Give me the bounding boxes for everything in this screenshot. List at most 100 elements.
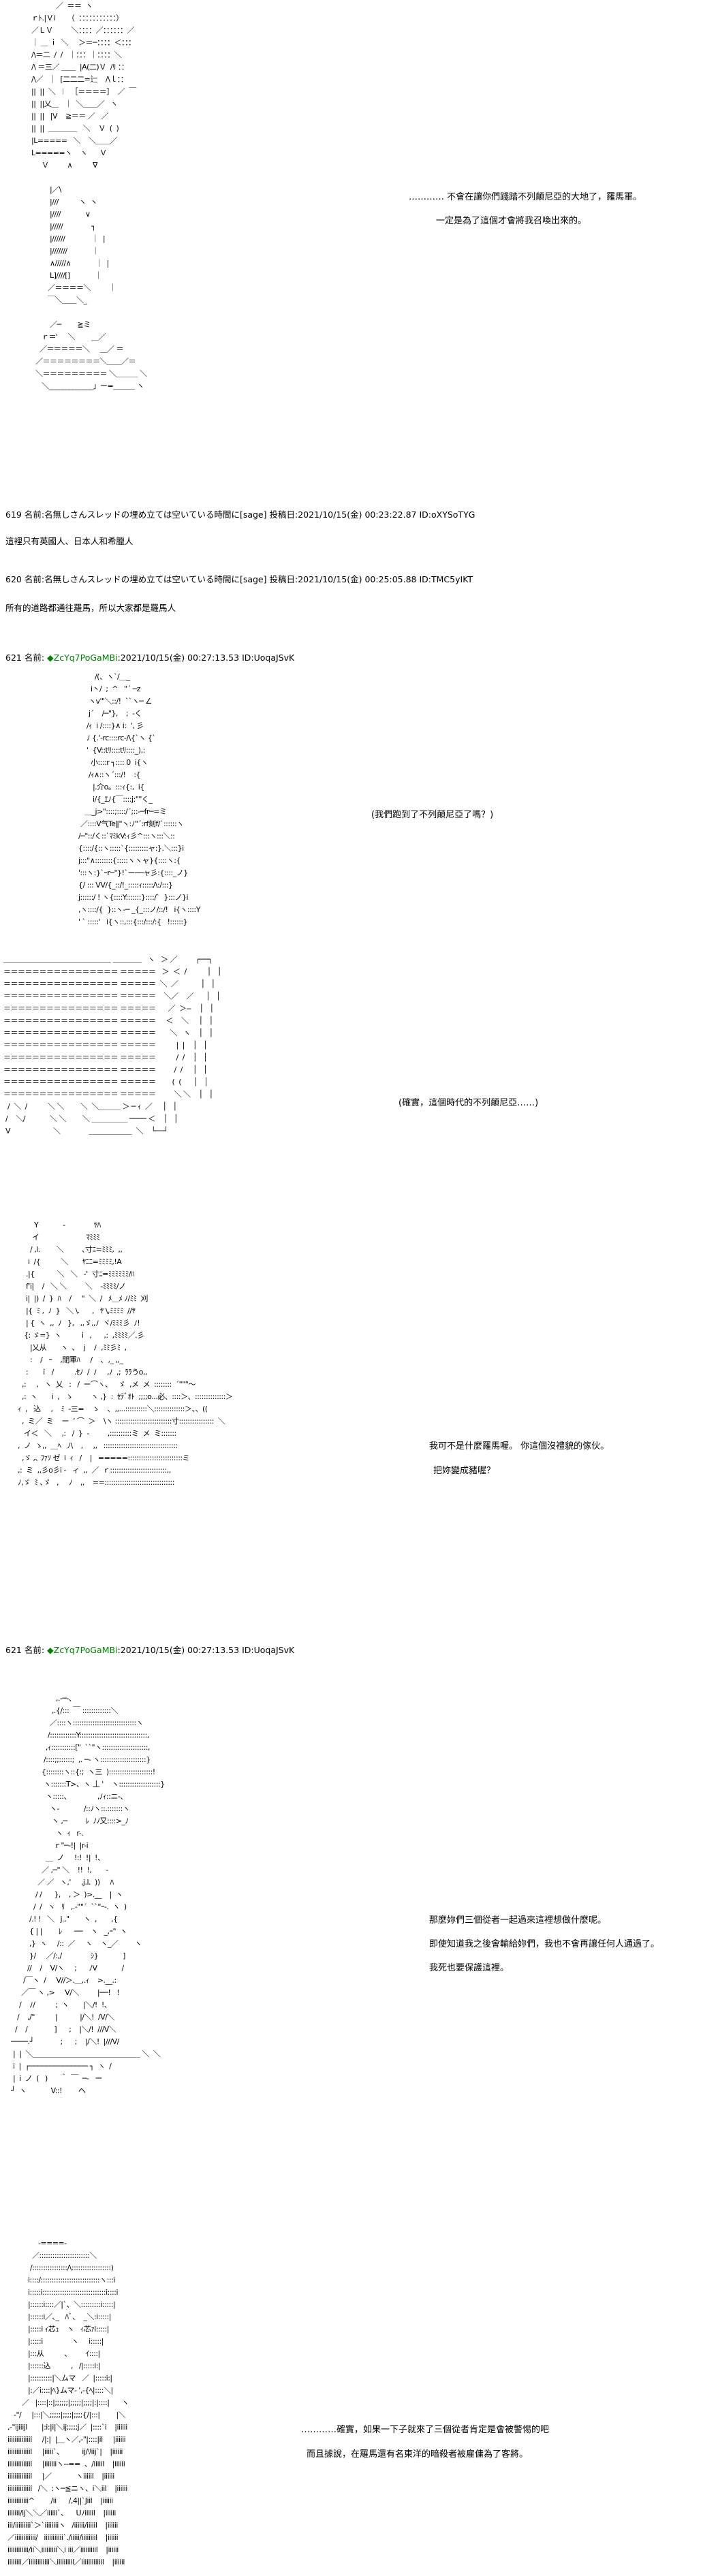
ascii-art-line: L]////[] ｜ [27, 271, 102, 280]
ascii-art-line: iiiiiiiiiiii^ /ii /,4||`Jiil |iiiiii [3, 2496, 113, 2505]
ascii-art-line: j:::"∧::::::::{:::::ヽヽャ}{::::ヽ:{ [68, 856, 181, 865]
ascii-art-line: iiiiiiiiiiiiil |iiiii`、 ij/ﾘiij`| |iiiii… [3, 2447, 123, 2456]
ascii-art-girl-armor: /(、ヽ`/＿_ i丶/ ; ^ "´ ─z ヽv'"＼::/! ``ヽ─ ∠ … [68, 671, 200, 928]
post-date: :2021/10/15(金) 00:27:13.53 [117, 653, 240, 663]
ascii-art-line: ,ｨ:::::::::::[" ``"ヽ::::::::::::::::::::… [7, 1743, 151, 1752]
ascii-art-line: ／ＬＶ ＼：：：：／：：：：：：／ [27, 26, 134, 35]
post-id: ID:oXYSoTYG [419, 509, 475, 520]
ascii-art-line: -====- [3, 2239, 67, 2248]
ascii-art-line: |／\ [27, 185, 61, 194]
ascii-art-line: 小::::r ┐:::: 0 i{ヽ [68, 758, 149, 767]
ascii-art-line: /::::::::::::::::/\::::::::::::::::::) [3, 2263, 114, 2272]
ascii-art-line: ,ゞ ,､ ﾌｧｿ ゼ i ｨ / | =====:::::::::::::::… [14, 1454, 190, 1462]
ascii-art-line: ,‐"ijiiijl |:i:|i|＼ij;;;;;j／ |::::`i |ii… [3, 2423, 127, 2432]
ascii-art-line: /::::;;::::::; ,. ─- ヽ::::::::::::::::::… [7, 1755, 151, 1764]
post-number: 619 [5, 509, 22, 520]
ascii-art-lines: ＿＿＿＿＿＿＿＿＿＿＿＿＿＿＿ ＿＿＿＿ ヽ ＞ ／ ┌──┐ ＝＝＝＝＝＝＝＝＝… [3, 954, 221, 1137]
post-id: ID:UoqaJSvK [242, 653, 295, 663]
post-id: ID:UoqaJSvK [242, 1645, 295, 1655]
ascii-art-line: Ｖ ∧ ∇ [27, 161, 97, 170]
ascii-art-line: |/// ヽ ヽ [27, 198, 97, 206]
ascii-art-line: ＿＿＿＿＿＿＿＿＿＿＿＿＿＿＿ ＿＿＿＿ ヽ ＞ ／ ┌──┐ [3, 955, 213, 964]
ascii-art-line: / ,/" | |/＼! /V/＼ [7, 2013, 114, 2022]
ascii-art-line: i:::::i:::::::::::::::::::::::::::::i:::… [3, 2288, 119, 2297]
dialog-line: 即使知道我之後會輸給妳們，我也不會再讓任何人通過了。 [429, 1939, 660, 1949]
ascii-art-line: || || |V ≧＝＝ ／ ／ [27, 112, 108, 121]
ascii-art-line: ｨ , 込 , ﾐ -三= ゝ ､ ,,...::::::::::＼::::::… [14, 1404, 208, 1413]
ascii-art-line: ／＝＝＝＝＝＝＝＝＼＿＿／＝ [27, 357, 136, 366]
ascii-art-line: ｜ ＿ ｉ ＼ ＞＝─：：：：＜：：： [27, 38, 136, 47]
ascii-art-line: /ｨ∧::ヽ´:::/! :{ [68, 770, 141, 779]
ascii-art-line: Y ‐ ﾔﾊ [14, 1221, 101, 1229]
ascii-art-line: /\＝二 / / ｜：：：｜：：：：＼ [27, 50, 122, 59]
ascii-art-line: |:::::i ヽ i:::::| [3, 2337, 104, 2346]
ascii-art-line: // / V/ヽ ; ﾉV / [7, 1964, 124, 1973]
ascii-art-line: , ノ ゝ,, ＿ﾍ ﾉ\ , ,, :::::::::::::::::::::… [14, 1441, 178, 1450]
name-label: 名前: [24, 509, 45, 520]
ascii-art-line: j´ /─"}, ; -く [68, 709, 142, 718]
ascii-art-line: /ｨ i /::::}∧ i: ', 彡 [68, 721, 144, 730]
ascii-art-line: /￣ヽ / V//＞.＿,.ｨ >.__.: [7, 1976, 116, 1985]
ascii-art-line: ,} ヽ /:: ／ ヽ ヽ_／ ヽ [7, 1939, 142, 1948]
name-label: 名前: [24, 653, 45, 663]
ascii-art-line: ,: , ヽ 乂 : / ー⌒ヽ、 ゞ ,メ メ :::::::: ´"""～ [14, 1380, 196, 1389]
ascii-art-line: / / ヽ ﾘ ,.‐""´ ``"ｰ-. ヽ ) [7, 1902, 127, 1911]
ascii-art-line: |{ ﾐ , ﾉ } ＼ \. , ﾔ \,ﾐﾐﾐﾐ //ﾔ [14, 1306, 136, 1315]
ascii-art-line: ＝＝＝＝＝＝＝＝＝＝＝＝＝＝＝＝ ＝＝＝＝＝ / / │ │ [3, 1065, 208, 1074]
poster-name: 名無しさんスレッドの埋め立ては空いている時間に[sage] [44, 574, 267, 584]
ascii-art-line: |::::::i／､_ ﾊﾞ、 _＼:i:::::| [3, 2312, 111, 2321]
ascii-art-line: / ＼ / ＼ ＼ ＼ ＼＿＿＿ ＞ ─ ｨ ／ │ │ [3, 1102, 177, 1111]
ascii-art-line: ,: ヽ i , ゝ ヽ ,} : ｾﾃﾞｵﾄ ;;;;o...必、::::＞、… [14, 1392, 233, 1401]
ascii-art-witch: Y ‐ ﾔﾊ イ ﾏﾐﾐﾐ / ,l. ＼ ､寸ﾆ=ﾐﾐﾐ, ,, i /{ ＼… [14, 1219, 233, 1489]
ascii-art-line: f'i| / ＼ ＼ ＼ ‐ﾐﾐﾐﾐ/ノ [14, 1282, 126, 1291]
ascii-art-line [27, 172, 146, 184]
post-number: 621 [5, 653, 22, 663]
post-id: ID:TMC5yIKT [419, 574, 473, 584]
dialog-line: 我死也要保護這裡。 [429, 1963, 510, 1973]
name-label: 名前: [24, 574, 45, 584]
ascii-art-line: ／iiiiiiiiiiii/ iiiiiiiiiii`./iiiii/iiiii… [3, 2533, 119, 2542]
ascii-art-line: /\／ ｜ [二二二=辷 /\ｌ：： [27, 75, 128, 84]
ascii-art-line: |//// ∨ [27, 210, 91, 219]
ascii-art-line: ＝＝＝＝＝＝＝＝＝＝＝＝＝＝＝＝ ＝＝＝＝＝ ＜ ＼ │ │ [3, 1016, 213, 1025]
ascii-art-line: ,: ミ ,,彡o彡i ‐ ィ ,, ／ ｒ::::::::::::::::::… [14, 1466, 171, 1475]
ascii-art-line: ／:::::::::::::::::::::::＼ [3, 2251, 97, 2260]
ascii-art-line: ﾉ,ゞ ﾐ ､ゞ , ﾉ ,, ==::::::::::::::::::::::… [14, 1478, 174, 1487]
ascii-art-line: / ,l. ＼ ､寸ﾆ=ﾐﾐﾐ, ,, [14, 1245, 123, 1254]
ascii-art-line: ,.‐─-､ [7, 1694, 73, 1703]
ascii-art-line: ' ` :::::' i{ヽ::,:::{:::/:::/:{ !::::::} [68, 917, 188, 926]
ascii-art-line: / / }, , ＞ )>.__ | ヽ [7, 1890, 123, 1899]
ascii-art-line: iiiiiiiiiiiiil |iiiiiiiヽ--== 、/iiiiil |i… [3, 2460, 125, 2468]
ascii-art-line: ﾉ {.'-rc::::rc-/\{`ヽ {` [68, 734, 156, 742]
ascii-art-line: / ﾉ/ ; ヽ |＼/! !、 [7, 2000, 112, 2009]
ascii-art-line: i丶/ ; ^ "´ ─z [68, 685, 141, 693]
ascii-art-line: ＼_____________」ー=＿＿＿ ヽ [27, 381, 144, 390]
ascii-art-line: |.介o。:::ｨ{:, i{ [68, 783, 144, 791]
ascii-art-line [27, 307, 146, 319]
ascii-art-line: iiiiiiiiiiiiil |／ ヽiiiiil |iiiiii [3, 2472, 114, 2481]
post-date: 2021/10/15(金) 00:23:22.87 [298, 509, 417, 520]
ascii-art-line: ヽ:::::、 ,ﾉｨ::ニ-、 [7, 1792, 127, 1801]
ascii-art-line: ,.{/::: ￣ :::::::::::::＼ [7, 1706, 118, 1715]
ascii-art-line: /─"::/く::`ﾏﾐkV:ｨ彡^:::ヽ:::＼:: [68, 832, 175, 841]
ascii-art-line: ヽv'"＼::/! ``ヽ─ ∠ [68, 697, 152, 706]
poster-trip: ZcYq7PoGaMBi [53, 1645, 118, 1655]
ascii-art-line: ∧/////∧ ｜ | [27, 259, 109, 268]
ascii-art-line: イ ﾏﾐﾐﾐ [14, 1233, 100, 1242]
post-number: 621 [5, 1645, 22, 1655]
ascii-art-line: |L===== ＼ ＼＿＿／ [27, 136, 117, 145]
date-label: 投稿日: [269, 509, 298, 520]
ascii-art-line: ┘ ヽ V::! ヘ [7, 2086, 86, 2095]
ascii-art-line: iiiiiiiiiiiiil /|:| |＿ヽ／,‐"|::::|il |iii… [3, 2435, 126, 2444]
ascii-art-line: ／ |::::|::|;;;;;;|;;;;;|;;;;|:|::::| ヽ [3, 2398, 129, 2407]
ascii-art-line: || || ＿＿＿＿ ＼ Ｖ ( ) [27, 124, 119, 133]
ascii-art-line: | i ノ ( ) ＾ ￣ ─- ー [7, 2074, 102, 2083]
ascii-art-line: ｒﾄ.|Ｖi （ ：：：：：：：：：：：） [27, 14, 123, 22]
ascii-art-warrior: ,.‐─-､ ,.{/::: ￣ :::::::::::::＼ ／::::ヽ::… [7, 1693, 165, 2097]
ascii-art-line: ヽ:::::::T>、ヽ 丄 ' ヽ:::::::::::::::::::} [7, 1780, 165, 1789]
post-body-620: 所有的道路都通往羅馬，所以大家都是羅馬人 [5, 603, 176, 613]
ascii-art-line: /(、ヽ`/＿_ [68, 672, 130, 681]
ascii-art-line: , ミ／ ミ ー ’ ⌒ ＞ \ヽ ::::::::::::::::::::::… [14, 1417, 225, 1426]
dialog-line: (我們跑到了不列顛尼亞了嗎？) [371, 810, 494, 820]
ascii-art-line: : ｉ / .ｾﾉ / ﾉ ,ﾉ ,; ﾗﾗうo,, [14, 1368, 147, 1377]
